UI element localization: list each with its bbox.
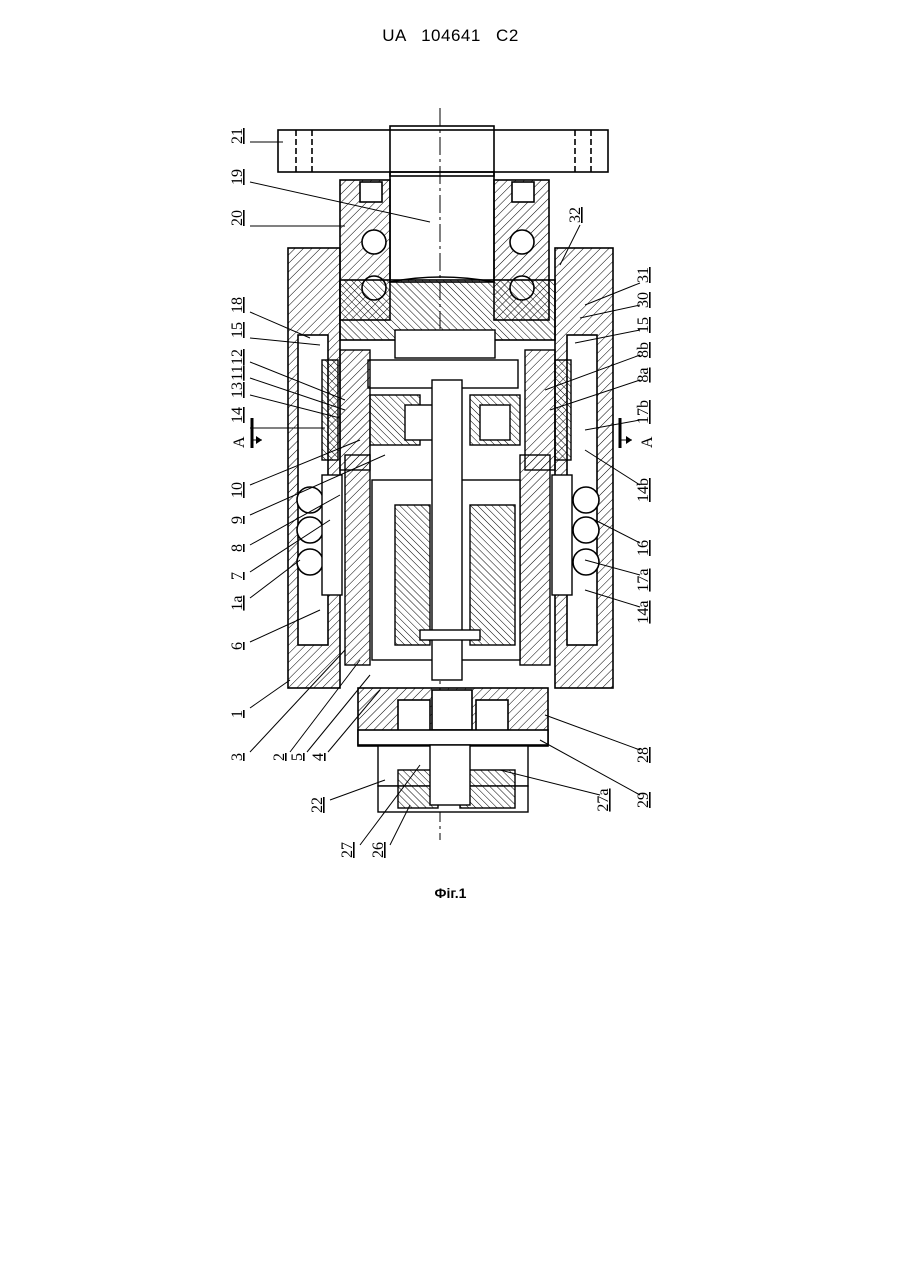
part-label-l-10: 10 [229,482,246,498]
part-label-r-17b: 17b [635,400,652,424]
part-label-l-14: 14 [229,407,246,423]
part-label-l-11: 11 [229,365,246,380]
leader-line-l-1 [250,680,290,708]
section-marker-right-label: A [639,436,656,448]
part-label-l-19: 19 [229,169,246,185]
leader-line-l-22 [330,780,385,800]
part-label-l-15: 15 [229,322,246,338]
section-marker-left [252,418,262,448]
part-label-l-8: 8 [229,544,246,552]
part-label-r-32: 32 [567,207,584,223]
output-flange [278,126,608,176]
part-label-r-27a: 27a [595,788,612,811]
part-label-l-22: 22 [309,797,326,813]
part-label-l-2: 2 [271,753,288,761]
part-label-r-15: 15 [635,317,652,333]
part-label-r-29: 29 [635,792,652,808]
section-marker-left-label: A [231,436,248,448]
part-label-r-8b: 8b [635,342,652,358]
leader-line-r-29 [540,740,640,795]
part-label-l-18: 18 [229,297,246,313]
brake-unit [378,745,528,812]
part-label-l-5: 5 [289,753,306,761]
part-label-r-16: 16 [635,540,652,556]
part-label-l-6: 6 [229,642,246,650]
part-label-l-1a: 1a [229,595,246,610]
part-label-l-4: 4 [310,753,327,761]
part-label-l-26: 26 [370,842,387,858]
output-shaft [390,172,494,282]
part-label-l-12: 12 [229,349,246,365]
part-label-r-8a: 8a [635,367,652,382]
rear-cover [358,688,548,746]
part-label-r-14a: 14a [635,600,652,623]
figure-caption: Фіг.1 [0,885,901,901]
part-label-l-7: 7 [229,572,246,580]
part-label-r-17a: 17a [635,568,652,591]
part-label-l-27: 27 [339,842,356,858]
part-label-l-20: 20 [229,210,246,226]
part-label-l-21: 21 [229,128,246,144]
part-label-r-30: 30 [635,292,652,308]
part-label-l-13: 13 [229,382,246,398]
part-label-r-14b: 14b [635,478,652,502]
part-label-l-1: 1 [229,710,246,718]
part-label-r-28: 28 [635,747,652,763]
part-label-l-9: 9 [229,516,246,524]
part-label-r-31: 31 [635,267,652,283]
leader-line-r-28 [545,715,640,750]
part-label-l-3: 3 [229,753,246,761]
